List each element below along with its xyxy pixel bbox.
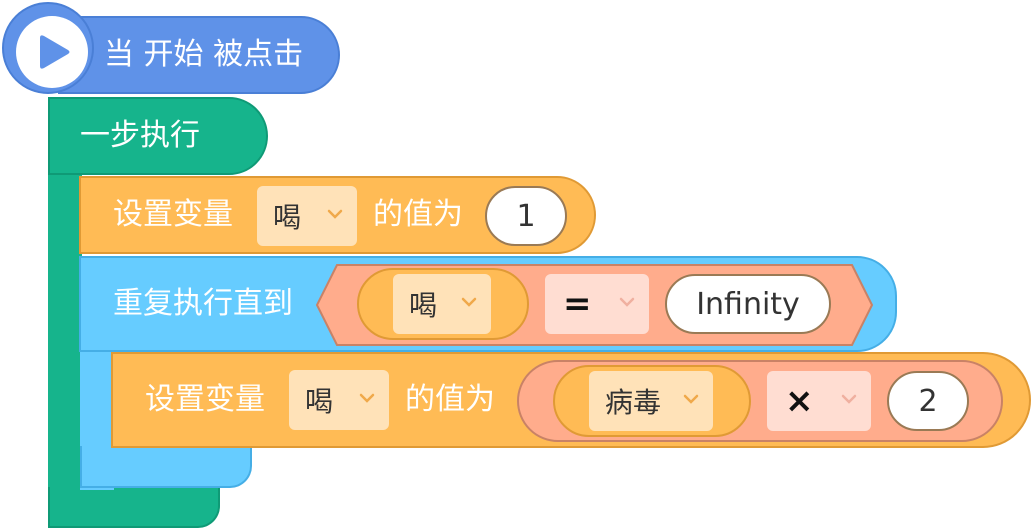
expression-operator-dropdown[interactable]: × <box>767 371 871 431</box>
chevron-down-icon <box>683 394 699 404</box>
set-block-1-prefix: 设置变量 <box>113 197 233 232</box>
hat-icon-circle <box>2 2 94 94</box>
condition-variable-reporter[interactable]: 喝 <box>357 268 529 340</box>
step-block-arm <box>48 170 82 495</box>
condition-operator-dropdown[interactable]: = <box>545 274 649 334</box>
repeat-until-block[interactable]: 重复执行直到 喝 = Infinity <box>79 256 897 352</box>
condition-value-input[interactable]: Infinity <box>665 274 831 334</box>
step-execute-block[interactable]: 一步执行 <box>48 97 268 175</box>
expression-variable: 病毒 <box>605 386 662 419</box>
repeat-block-label: 重复执行直到 <box>113 286 293 321</box>
set-block-2-variable: 喝 <box>305 385 334 418</box>
operator-multiply: × <box>785 381 814 421</box>
condition-variable-value: 喝 <box>409 289 438 322</box>
multiply-operator-reporter[interactable]: 病毒 × 2 <box>517 360 1003 442</box>
chevron-down-icon <box>327 209 343 219</box>
set-variable-block-1[interactable]: 设置变量 喝 的值为 1 <box>79 176 596 254</box>
step-block-foot <box>48 487 220 528</box>
set-variable-block-2[interactable]: 设置变量 喝 的值为 病毒 × 2 <box>111 352 1031 448</box>
set-block-2-prefix: 设置变量 <box>145 382 265 417</box>
when-start-clicked-block[interactable]: 当 开始 被点击 <box>58 16 340 94</box>
expression-variable-dropdown[interactable]: 病毒 <box>589 371 713 431</box>
chevron-down-icon <box>619 297 635 307</box>
hat-label: 当 开始 被点击 <box>104 37 304 72</box>
set-block-1-value-input[interactable]: 1 <box>485 186 567 246</box>
set-block-2-mid: 的值为 <box>405 382 495 417</box>
set-block-1-mid: 的值为 <box>373 197 463 232</box>
set-block-1-variable-dropdown[interactable]: 喝 <box>257 186 357 246</box>
condition-variable-dropdown[interactable]: 喝 <box>393 274 491 334</box>
play-icon[interactable] <box>16 16 88 88</box>
chevron-down-icon <box>359 393 375 403</box>
expression-value-input[interactable]: 2 <box>887 371 969 431</box>
step-block-label: 一步执行 <box>80 118 200 153</box>
set-block-1-variable: 喝 <box>273 201 302 234</box>
operator-equals: = <box>563 284 592 324</box>
chevron-down-icon <box>461 297 477 307</box>
expression-variable-reporter[interactable]: 病毒 <box>553 365 751 437</box>
set-block-2-variable-dropdown[interactable]: 喝 <box>289 370 389 430</box>
chevron-down-icon <box>841 394 857 404</box>
repeat-block-foot <box>80 446 252 488</box>
